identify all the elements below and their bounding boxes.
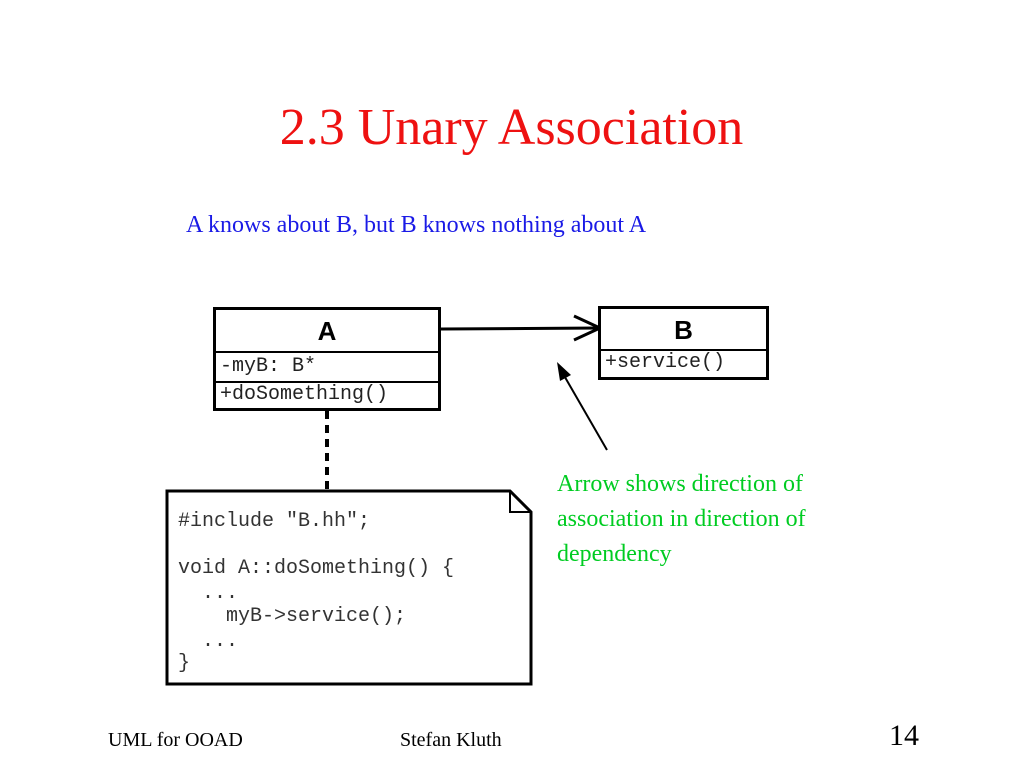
pointer-arrow-head: [557, 362, 571, 381]
footer-course: UML for OOAD: [108, 729, 243, 751]
note-code-line: ...: [178, 630, 239, 653]
footer-author: Stefan Kluth: [400, 729, 502, 751]
association-line: [440, 326, 601, 331]
annotation-line: association in direction of: [557, 506, 806, 532]
note-code-line: myB->service();: [178, 605, 407, 628]
note-code-line: void A::doSomething() {: [178, 557, 455, 580]
class-a-name: A: [216, 310, 438, 353]
slide-subtitle: A knows about B, but B knows nothing abo…: [186, 212, 647, 238]
note-code-line: }: [178, 652, 191, 675]
slide-title: 2.3 Unary Association: [279, 99, 744, 156]
class-a-operation: +doSomething(): [220, 383, 389, 406]
annotation-line: dependency: [557, 541, 672, 567]
class-b-box: B +service(): [598, 306, 769, 380]
note-shape: [165, 489, 533, 686]
note-fold: [509, 491, 531, 513]
class-a-attribute: -myB: B*: [216, 353, 438, 383]
pointer-arrow-line: [561, 371, 608, 451]
class-a-box: A -myB: B* +doSomething(): [213, 307, 441, 411]
class-b-name: B: [601, 309, 766, 351]
annotation-line: Arrow shows direction of: [557, 471, 803, 497]
arrow-annotation: Arrow shows direction of association in …: [557, 467, 897, 572]
footer-page-number: 14: [889, 719, 919, 752]
class-b-operation: +service(): [605, 351, 726, 374]
note-code-line: #include "B.hh";: [178, 510, 371, 533]
note-code-line: ...: [178, 582, 239, 605]
